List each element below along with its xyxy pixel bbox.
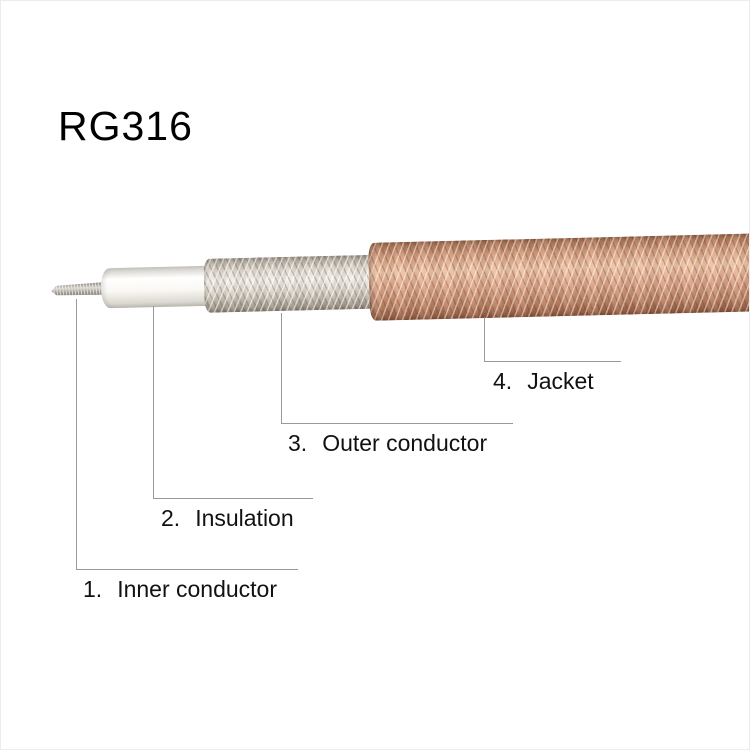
leader-line-outer-horizontal xyxy=(281,423,513,424)
insulation-segment xyxy=(100,265,212,309)
label-inner-conductor: 1. Inner conductor xyxy=(83,576,277,603)
leader-line-insulation-horizontal xyxy=(153,498,313,499)
outer-conductor-segment xyxy=(203,254,377,313)
label-insulation: 2. Insulation xyxy=(161,505,294,532)
leader-line-inner-horizontal xyxy=(76,569,298,570)
label-jacket-number: 4. xyxy=(493,368,513,394)
jacket-segment xyxy=(368,233,749,321)
label-inner-number: 1. xyxy=(83,576,103,602)
label-outer-conductor: 3. Outer conductor xyxy=(288,430,487,457)
leader-line-insulation-vertical xyxy=(153,306,154,498)
label-jacket-text: Jacket xyxy=(527,368,594,394)
label-inner-text: Inner conductor xyxy=(117,576,278,602)
label-insulation-text: Insulation xyxy=(195,505,294,531)
leader-line-jacket-vertical xyxy=(484,317,485,361)
label-outer-text: Outer conductor xyxy=(322,430,488,456)
label-jacket: 4. Jacket xyxy=(493,368,594,395)
label-outer-number: 3. xyxy=(288,430,308,456)
leader-line-jacket-horizontal xyxy=(484,361,621,362)
page-title: RG316 xyxy=(58,103,193,149)
leader-line-outer-vertical xyxy=(281,313,282,423)
cable-illustration xyxy=(50,229,749,332)
leader-line-inner-vertical xyxy=(76,299,77,569)
label-insulation-number: 2. xyxy=(161,505,181,531)
